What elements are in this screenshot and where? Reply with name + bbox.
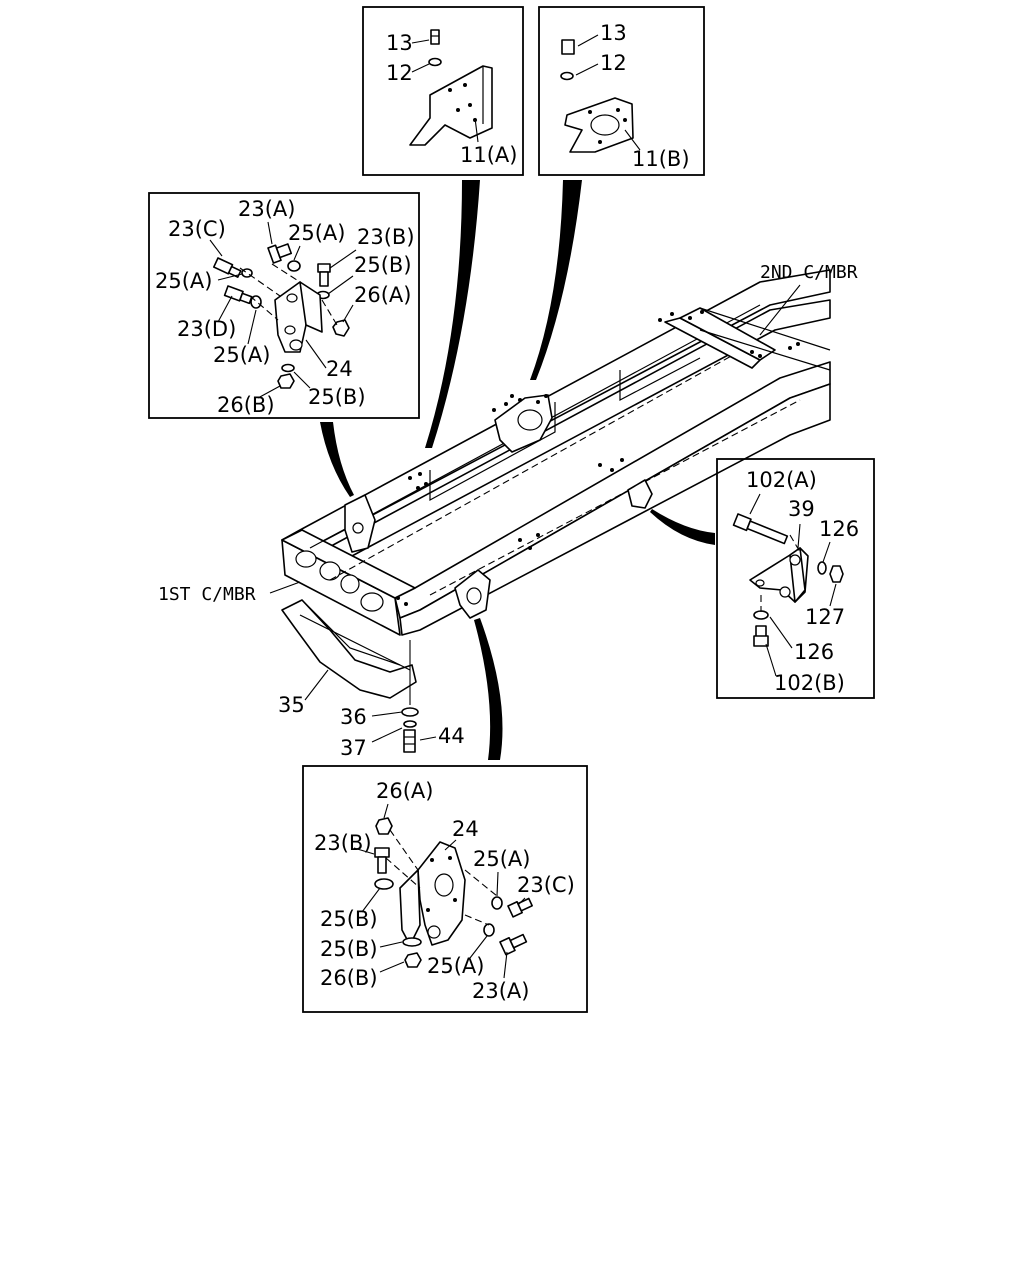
inset-left-label-25a-bottom: 25(A) (213, 343, 270, 367)
inset-bottom-label-24: 24 (452, 817, 479, 841)
second-crossmember-label: 2ND C/MBR (760, 262, 858, 283)
inset-bottom-label-25b-bottom: 25(B) (320, 937, 378, 961)
inset-11b-label-11b: 11(B) (632, 147, 690, 171)
inset-left-label-23d: 23(D) (177, 317, 236, 341)
inset-bottom-label-23c: 23(C) (517, 873, 575, 897)
inset-11b-label-12: 12 (600, 51, 627, 75)
inset-11b (538, 6, 705, 176)
inset-11a-label-12: 12 (386, 61, 413, 85)
inset-11a-label-11a: 11(A) (460, 143, 517, 167)
inset-left-label-23b: 23(B) (357, 225, 415, 249)
inset-right (716, 458, 875, 699)
inset-left-label-25a-left: 25(A) (155, 269, 212, 293)
inset-right-label-102b: 102(B) (774, 671, 845, 695)
inset-bottom-label-26b: 26(B) (320, 966, 378, 990)
inset-left-label-25b-bottom: 25(B) (308, 385, 366, 409)
bracket-label-37: 37 (340, 736, 367, 760)
inset-right-label-126-bottom: 126 (794, 640, 834, 664)
inset-bottom-label-25a-top: 25(A) (473, 847, 530, 871)
inset-bottom (302, 765, 588, 1013)
inset-bottom-label-26a: 26(A) (376, 779, 433, 803)
inset-bottom-label-25a-bottom: 25(A) (427, 954, 484, 978)
inset-left-label-25a-top: 25(A) (288, 221, 345, 245)
inset-right-label-39: 39 (788, 497, 815, 521)
inset-left-label-23c: 23(C) (168, 217, 226, 241)
inset-bottom-label-23a: 23(A) (472, 979, 529, 1003)
inset-11a (362, 6, 524, 176)
callout-beams (320, 180, 715, 760)
inset-right-label-126-top: 126 (819, 517, 859, 541)
chassis-frame (281, 269, 831, 636)
inset-left-label-23a: 23(A) (238, 197, 295, 221)
inset-left (148, 192, 420, 419)
inset-11a-label-13: 13 (386, 31, 413, 55)
inset-left-label-24: 24 (326, 357, 353, 381)
bracket-label-44: 44 (438, 724, 465, 748)
inset-11b-label-13: 13 (600, 21, 627, 45)
bracket-label-36: 36 (340, 705, 367, 729)
inset-right-label-102a: 102(A) (746, 468, 817, 492)
inset-bottom-label-23b: 23(B) (314, 831, 372, 855)
bracket-label-35: 35 (278, 693, 305, 717)
inset-bottom-label-25b-top: 25(B) (320, 907, 378, 931)
frame-rivets (396, 310, 800, 606)
bracket-35 (281, 599, 419, 753)
inset-left-label-26b: 26(B) (217, 393, 275, 417)
inset-left-label-26a: 26(A) (354, 283, 411, 307)
inset-left-label-25b-top: 25(B) (354, 253, 412, 277)
inset-right-label-127: 127 (805, 605, 845, 629)
first-crossmember-label: 1ST C/MBR (158, 584, 256, 605)
